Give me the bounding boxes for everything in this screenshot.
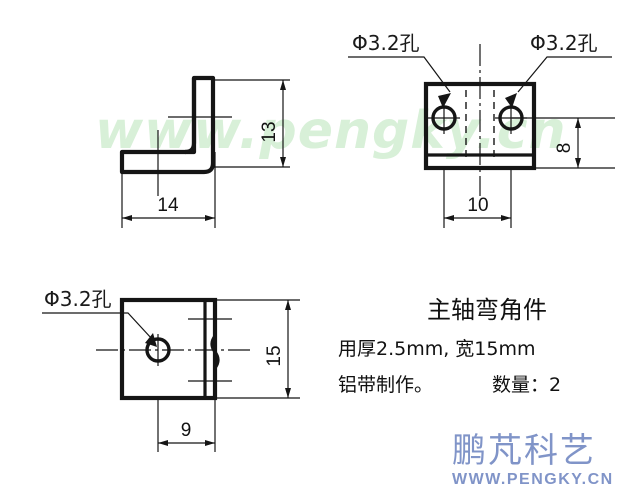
dim-label-13: 13: [259, 121, 280, 142]
leader-arrow-left-hole: [438, 93, 451, 108]
callout-left-hole-label: Φ3.2孔: [352, 31, 420, 55]
leader-line-left-hole: [348, 56, 451, 93]
top-view-single-hole: Φ3.2孔 15 9: [42, 287, 300, 452]
arrow-15-top: [285, 300, 291, 310]
arrow-10-right: [501, 215, 511, 221]
arrow-13-bottom: [280, 157, 286, 167]
callout-right-hole-label: Φ3.2孔: [530, 31, 598, 55]
spec-line-2-quantity: 数量：2: [492, 374, 561, 396]
arrow-8-top: [575, 118, 581, 128]
arrow-13-top: [280, 80, 286, 90]
arrow-9-left: [158, 440, 168, 446]
arrow-14-right: [205, 215, 215, 221]
break-line-s-curve: [210, 300, 220, 398]
arrow-9-right: [205, 440, 215, 446]
leader-line-single-hole: [42, 312, 153, 340]
spec-line-2-material: 铝带制作。: [338, 374, 433, 396]
arrow-14-left: [122, 215, 132, 221]
logo-brand-url: WWW.PENGKY.CN: [452, 471, 614, 488]
top-view-body-rect: [119, 297, 218, 401]
dim-label-9: 9: [181, 420, 192, 441]
arrow-10-left: [444, 215, 454, 221]
leader-arrow-single-hole: [145, 333, 157, 347]
dim-label-14: 14: [157, 195, 179, 216]
l-profile-outline: [119, 75, 216, 175]
spec-line-1: 用厚2.5mm, 宽15mm: [338, 338, 536, 360]
leader-line-right-hole: [517, 56, 612, 93]
brand-logo: 鹏芃科艺 WWW.PENGKY.CN: [452, 431, 614, 488]
title-block: 主轴弯角件 用厚2.5mm, 宽15mm 铝带制作。 数量：2: [338, 296, 561, 396]
dim-label-15: 15: [264, 345, 285, 366]
dim-label-8: 8: [554, 143, 575, 154]
l-profile-inner-fillet: [184, 78, 197, 155]
dim-label-10: 10: [467, 195, 488, 216]
callout-single-hole-label: Φ3.2孔: [44, 287, 112, 311]
arrow-15-bottom: [285, 388, 291, 398]
side-profile-view: 13 14: [119, 75, 290, 228]
front-view-two-holes: Φ3.2孔 Φ3.2孔 8 10: [348, 31, 615, 228]
leader-arrow-right-hole: [505, 93, 517, 108]
arrow-8-bottom: [575, 158, 581, 168]
part-name-title: 主轴弯角件: [427, 296, 547, 324]
logo-brand-cn: 鹏芃科艺: [452, 431, 596, 471]
